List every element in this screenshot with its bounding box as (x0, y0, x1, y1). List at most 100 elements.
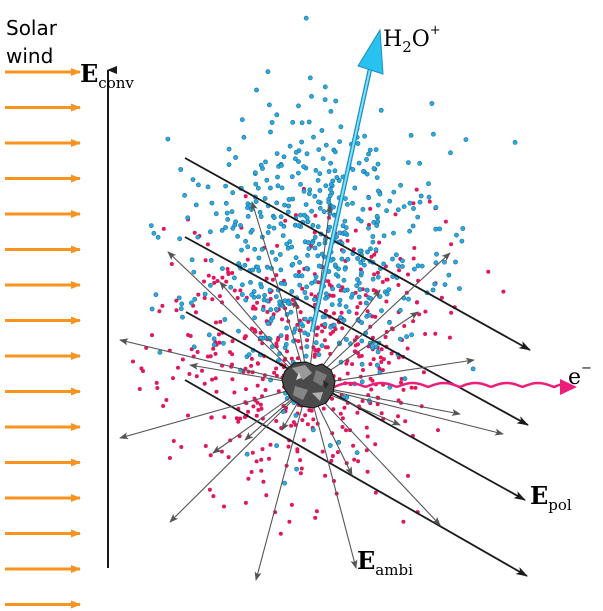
electron-dot (321, 406, 326, 411)
ion-dot (224, 210, 230, 216)
electron-dot (313, 213, 318, 218)
electron-dot (373, 314, 378, 319)
h2o-superscript: + (429, 23, 441, 38)
ion-dot (296, 103, 301, 109)
ion-dot (350, 167, 356, 172)
ion-dot (254, 87, 259, 93)
ion-dot (277, 252, 283, 257)
ion-dot (265, 321, 271, 327)
ion-dot (211, 336, 217, 342)
ion-dot (293, 273, 298, 278)
electron-dot (243, 334, 248, 339)
ion-dot (512, 139, 518, 145)
ion-dot (313, 340, 319, 346)
ion-dot (282, 202, 287, 208)
ion-dot (219, 227, 225, 233)
electron-dot (261, 479, 266, 484)
electron-dot (393, 212, 398, 217)
ambipolar-arrow (189, 362, 295, 384)
ion-dot (277, 299, 282, 305)
ion-dot (366, 195, 372, 201)
ion-dot (297, 212, 303, 218)
ion-dot (153, 292, 159, 298)
ion-dot (342, 266, 348, 272)
ion-dot (454, 232, 459, 238)
electron-dot (230, 377, 235, 382)
ambipolar-arrow (254, 398, 305, 581)
electron-dot (243, 194, 248, 199)
ambipolar-arrow (320, 390, 401, 426)
ion-dot (328, 160, 333, 166)
e-pol-subscript: pol (548, 496, 572, 514)
ion-dot (359, 361, 365, 367)
electron-dot (371, 357, 376, 362)
electron-dot (207, 487, 212, 492)
ion-dot (266, 224, 272, 230)
ambipolar-arrow (119, 388, 295, 440)
ion-dot (316, 352, 322, 358)
ion-dot (281, 223, 287, 229)
ion-dot (393, 252, 399, 258)
electron-dot (312, 352, 317, 357)
electron-dot (205, 242, 210, 247)
ion-dot (323, 183, 329, 189)
ion-dot (309, 94, 314, 99)
ion-dot (280, 233, 286, 238)
ion-dot (244, 451, 250, 457)
electron-dot (411, 201, 416, 206)
ion-dot (407, 228, 412, 234)
ion-dot (298, 321, 304, 326)
ion-dot (282, 480, 287, 486)
electron-dot (373, 442, 378, 447)
ion-dot (289, 244, 295, 250)
ion-dot (249, 207, 254, 212)
electron-dot (264, 493, 269, 498)
ion-dot (345, 256, 351, 262)
electron-dot (365, 434, 370, 439)
ion-dot (397, 307, 403, 313)
electron-dot (210, 297, 215, 302)
electron-dot (243, 500, 248, 505)
ion-dot (322, 97, 328, 103)
ion-dot (342, 218, 348, 224)
ion-dot (208, 257, 214, 263)
ion-dot (275, 183, 281, 189)
electron-dot (316, 325, 320, 330)
ion-dot (415, 263, 421, 269)
ion-dot (306, 119, 312, 125)
electron-dot (211, 494, 216, 499)
electron-dot (373, 490, 378, 495)
electron-dot (386, 360, 391, 365)
ion-dot (387, 320, 392, 325)
ion-dot (274, 151, 280, 156)
ion-dot (297, 282, 303, 288)
ion-dot (206, 332, 212, 338)
ion-dot (312, 245, 318, 251)
ion-dot (313, 167, 319, 173)
ion-dot (375, 161, 381, 167)
ion-dot (236, 328, 241, 334)
ion-dot (287, 239, 293, 245)
ion-dot (179, 301, 185, 307)
ion-dot (207, 282, 213, 288)
ion-dot (178, 167, 184, 172)
ion-dot (306, 191, 312, 197)
ion-dot (256, 268, 262, 274)
electron-dot (171, 439, 176, 443)
electron-dot (501, 289, 506, 294)
electron-dot (267, 456, 271, 461)
electron-dot (249, 470, 254, 474)
electron-dot (355, 305, 360, 310)
ion-dot (337, 297, 343, 303)
electron-dot (287, 519, 292, 524)
ion-dot (359, 270, 364, 275)
electron-dot (255, 383, 260, 388)
electron-dot (298, 471, 303, 476)
ion-dot (293, 412, 299, 418)
electron-dot (244, 387, 248, 392)
ion-dot (243, 297, 249, 303)
ion-dot (370, 276, 376, 282)
electron-dot (230, 362, 234, 367)
ion-dot (333, 98, 339, 104)
